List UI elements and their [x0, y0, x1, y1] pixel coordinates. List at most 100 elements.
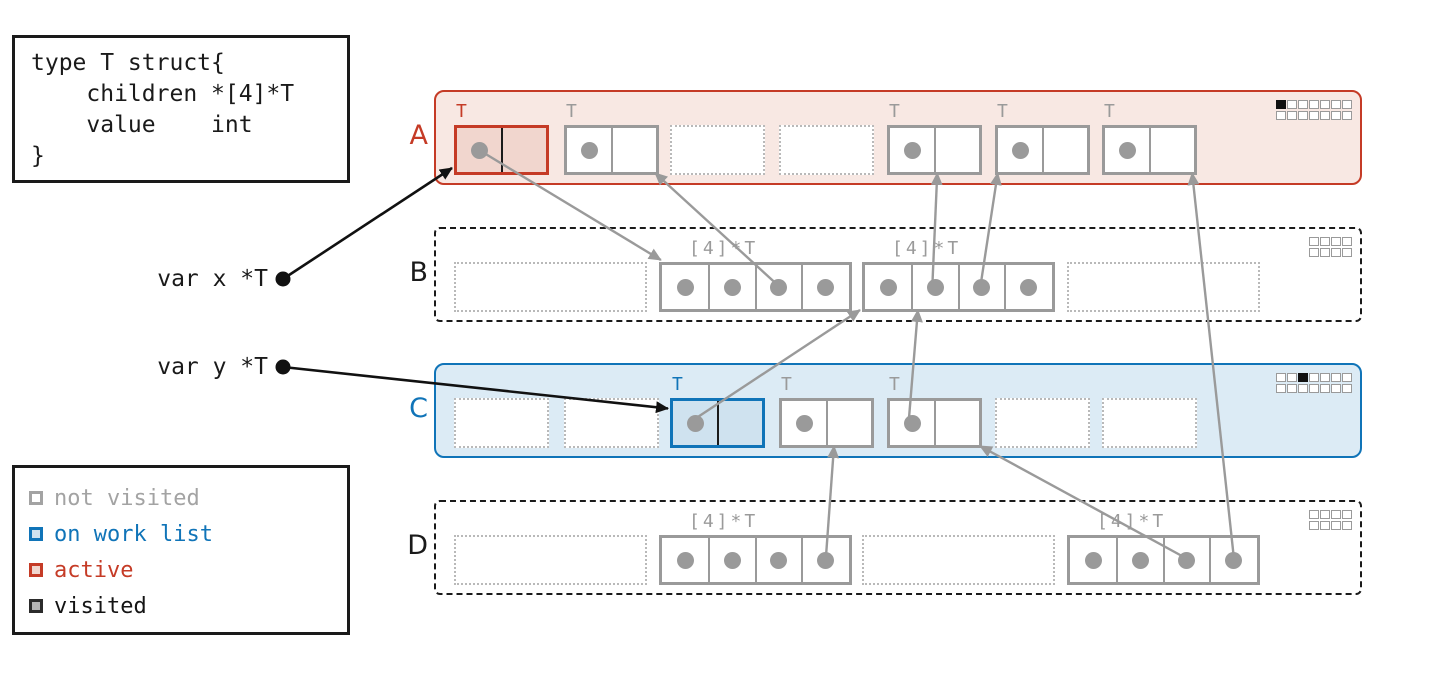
pointer-dot [1020, 278, 1038, 296]
mark-bit [1331, 384, 1341, 393]
mark-bit [1309, 373, 1319, 382]
mark-bit [1309, 521, 1319, 530]
mark-bit [1331, 111, 1341, 120]
cell-divider [1209, 538, 1212, 582]
free-slot [995, 398, 1090, 448]
cell-divider [1004, 265, 1007, 309]
mark-bit [1298, 373, 1308, 382]
free-slot [454, 398, 549, 448]
cell-divider [1148, 128, 1151, 172]
free-slot [454, 535, 647, 585]
type-label: [4]*T [892, 238, 962, 259]
t-object-box [887, 125, 982, 175]
pointer-dot [973, 278, 991, 296]
pointer-dot [676, 551, 694, 569]
t-object-box [1102, 125, 1197, 175]
free-slot [1102, 398, 1197, 448]
type-label: [4]*T [689, 238, 759, 259]
mark-bit [1320, 237, 1330, 246]
mark-bit [1320, 521, 1330, 530]
mark-bit [1320, 248, 1330, 257]
visited-swatch-icon [29, 599, 43, 613]
type-label: T [1104, 101, 1118, 122]
mark-bit [1320, 510, 1330, 519]
mark-bit [1287, 100, 1297, 109]
cell-divider [754, 265, 757, 309]
pointer-dot [723, 278, 741, 296]
free-slot [670, 125, 765, 175]
span-label-C: C [409, 393, 428, 424]
mark-bit [1331, 521, 1341, 530]
mark-bitmap [1276, 100, 1352, 122]
span-label-B: B [409, 257, 428, 288]
free-slot [862, 535, 1055, 585]
pointer-dot [903, 414, 921, 432]
mark-bit [1287, 373, 1297, 382]
mark-bit [1309, 384, 1319, 393]
array-object-box [659, 535, 852, 585]
mark-bit [1342, 384, 1352, 393]
cell-divider [1162, 538, 1165, 582]
pointer-dot [686, 414, 704, 432]
type-label: T [672, 374, 686, 395]
mark-bit [1342, 100, 1352, 109]
type-label: T [889, 374, 903, 395]
type-label: T [889, 101, 903, 122]
array-object-box [659, 262, 852, 312]
cell-divider [910, 265, 913, 309]
mark-bit [1309, 510, 1319, 519]
mark-bitmap [1309, 510, 1352, 532]
pointer-dot [879, 278, 897, 296]
t-object-box [454, 125, 549, 175]
array-object-box [862, 262, 1055, 312]
var-x-label: var x *T [157, 266, 268, 292]
t-object-box [564, 125, 659, 175]
legend-label: not visited [54, 485, 200, 511]
mark-bit [1276, 373, 1286, 382]
on-work-list-swatch-icon [29, 527, 43, 541]
cell-divider [801, 265, 804, 309]
mark-bit [1320, 384, 1330, 393]
legend-box: not visited on work list active visited [12, 465, 350, 635]
pointer-dot [817, 551, 835, 569]
mark-bitmap [1276, 373, 1352, 395]
not-visited-swatch-icon [29, 491, 43, 505]
pointer-dot [676, 278, 694, 296]
cell-divider [754, 538, 757, 582]
cell-divider [825, 401, 828, 445]
t-object-box [670, 398, 765, 448]
pointer-dot [1011, 141, 1029, 159]
pointer-dot [795, 414, 813, 432]
var-pointer-dot [275, 359, 291, 375]
pointer-dot [1118, 141, 1136, 159]
span-label-A: A [409, 120, 428, 151]
pointer-dot [723, 551, 741, 569]
cell-divider [1041, 128, 1044, 172]
cell-divider [707, 265, 710, 309]
mark-bitmap [1309, 237, 1352, 259]
mark-bit [1342, 510, 1352, 519]
cell-divider [707, 538, 710, 582]
legend-item-not-visited: not visited [29, 480, 347, 516]
mark-bit [1309, 111, 1319, 120]
span-label-D: D [407, 530, 428, 561]
type-label: [4]*T [1097, 511, 1167, 532]
cell-divider [933, 401, 936, 445]
pointer-dot [926, 278, 944, 296]
t-object-box [995, 125, 1090, 175]
mark-bit [1342, 373, 1352, 382]
pointer-dot [770, 278, 788, 296]
cell-divider [801, 538, 804, 582]
cell-divider [610, 128, 613, 172]
pointer-dot [770, 551, 788, 569]
heap-span-B: [4]*T [4]*T [434, 227, 1362, 322]
mark-bit [1287, 111, 1297, 120]
mark-bit [1342, 248, 1352, 257]
mark-bit [1320, 373, 1330, 382]
type-label: T [781, 374, 795, 395]
mark-bit [1342, 237, 1352, 246]
mark-bit [1276, 384, 1286, 393]
type-label: [4]*T [689, 511, 759, 532]
